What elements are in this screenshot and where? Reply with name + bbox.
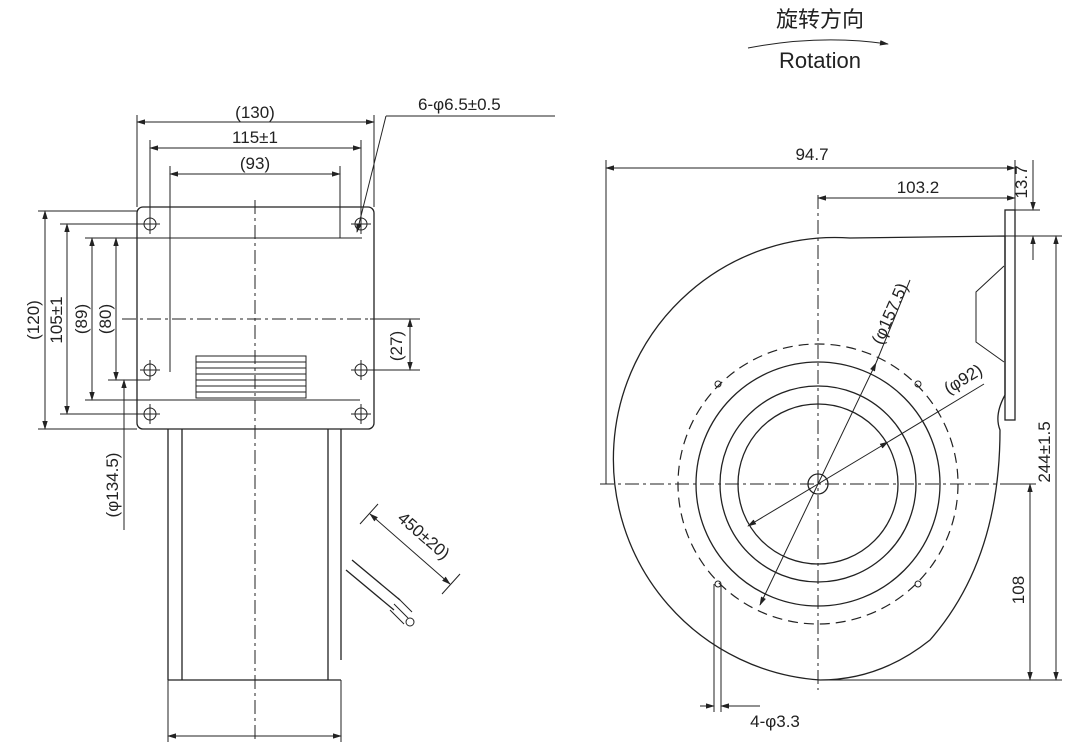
outlet-flange <box>1004 209 1016 421</box>
dim-front-width-total: 94.7 <box>795 145 828 164</box>
dim-inlet-width: (93) <box>240 154 270 173</box>
dim-cable-length: 450±20) <box>394 508 453 563</box>
dim-overall-width: (130) <box>235 103 275 122</box>
dim-outlet-diameter: (φ134.5) <box>103 453 122 518</box>
outlet-cutoff <box>975 265 1005 363</box>
dim-hole-pitch-vertical: 105±1 <box>47 296 66 343</box>
front-mounting-holes <box>714 380 922 588</box>
rotation-indicator: 旋转方向 Rotation <box>747 7 889 73</box>
dim-front-width-partial: 103.2 <box>897 178 940 197</box>
power-cable <box>345 559 415 627</box>
dim-offset-27: (27) <box>387 331 406 361</box>
dim-height-89: (89) <box>72 304 91 334</box>
dim-inner-diameter: (φ92) <box>941 361 986 399</box>
volute-housing <box>612 235 1006 681</box>
dim-height-80: (80) <box>96 304 115 334</box>
dim-mounting-holes-label: 6-φ6.5±0.5 <box>418 95 501 114</box>
rotation-arrow <box>747 39 889 49</box>
blower-housing-side <box>167 429 342 681</box>
impeller-blades <box>195 355 307 399</box>
dim-flange-thickness: 13.7 <box>1012 165 1031 198</box>
dim-front-height-total: 244±1.5 <box>1035 421 1054 482</box>
rotation-label-en: Rotation <box>779 48 861 73</box>
dim-outer-diameter: (φ157.5) <box>868 280 912 347</box>
dim-overall-height: (120) <box>24 300 43 340</box>
dim-front-height-lower: 108 <box>1009 576 1028 604</box>
dim-front-mount-holes: 4-φ3.3 <box>750 712 800 731</box>
front-view: 94.7 103.2 13.7 244±1.5 108 (φ157.5) (φ9… <box>600 145 1062 731</box>
rotation-label-cn: 旋转方向 <box>776 7 864 32</box>
dim-hole-pitch-horizontal: 115±1 <box>232 128 278 147</box>
side-view: (130) 115±1 (93) 6-φ6.5±0.5 (120) 105±1 … <box>24 95 555 742</box>
